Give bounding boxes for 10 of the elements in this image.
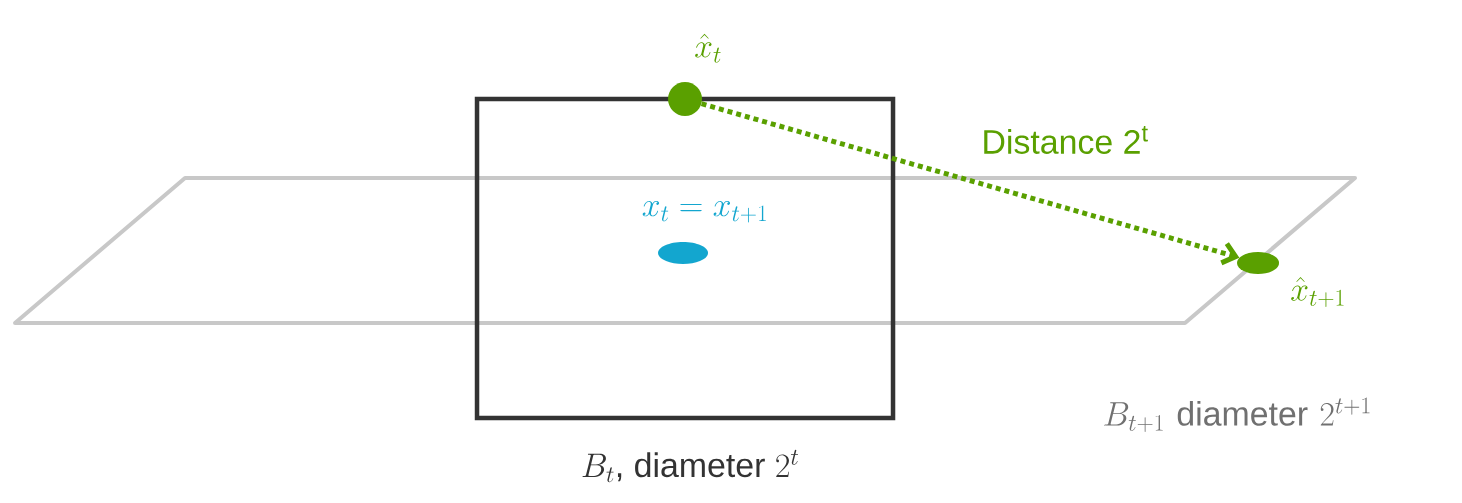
math-label: $x_t = x_{t+1}$	[642, 201, 767, 223]
arrow	[700, 101, 1240, 266]
edge-label: Distance 2$^{t}$	[979, 124, 1151, 156]
dot	[668, 82, 702, 116]
math-label: $\hat{x}_{t+1}$	[1291, 276, 1344, 308]
node-label: $B_t\text{, diameter }2^t$	[582, 449, 799, 483]
dot	[658, 242, 708, 264]
math-label: $B_{t+1}\ \text{diameter}\ 2^{t+1}$	[1104, 397, 1370, 433]
dot	[1237, 252, 1279, 274]
math-label: $\hat{x}_t$	[695, 33, 721, 63]
